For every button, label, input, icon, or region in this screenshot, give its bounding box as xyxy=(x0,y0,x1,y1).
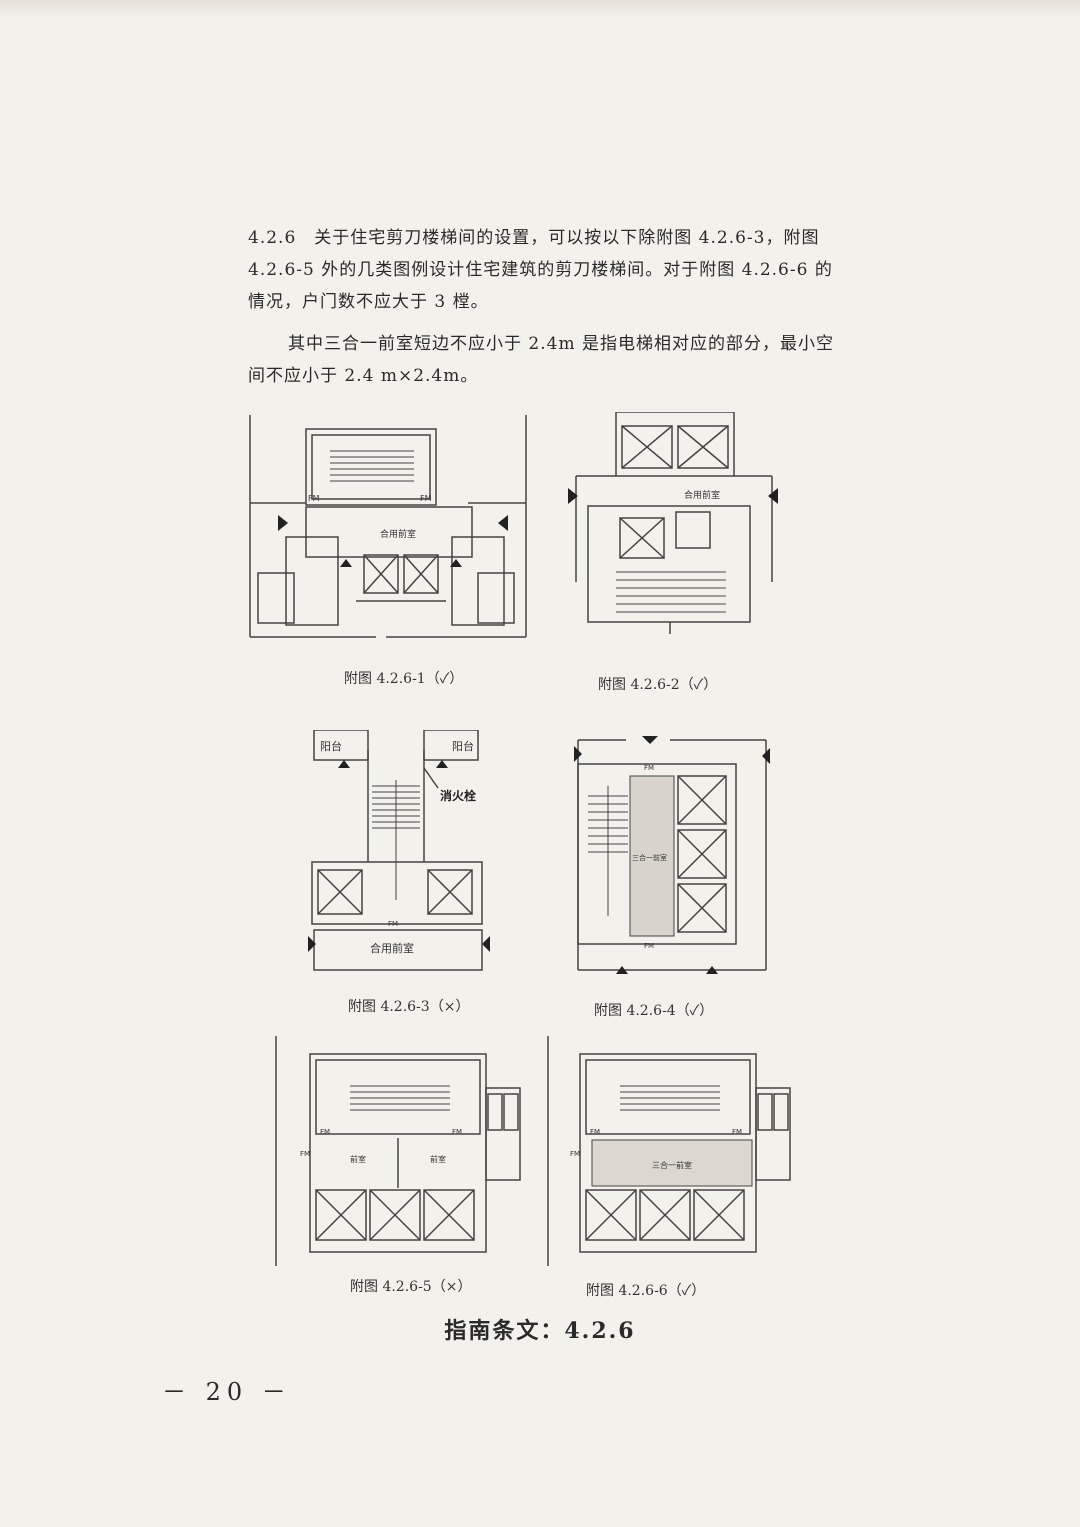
figure-4-2-6-4: FM FM 三合一前室 xyxy=(570,736,774,976)
figure-label: 合用前室 xyxy=(684,489,720,501)
figure-label: 前室 xyxy=(430,1154,446,1164)
figure-label: FM xyxy=(732,1128,742,1136)
figure-label: 阳台 xyxy=(320,739,342,753)
clause-paragraph-2: 其中三合一前室短边不应小于 2.4m 是指电梯相对应的部分，最小空间不应小于 2… xyxy=(248,334,834,386)
figure-label: 阳台 xyxy=(452,739,474,753)
figure-label: FM xyxy=(570,1150,580,1158)
figure-label: 前室 xyxy=(350,1154,366,1164)
figure-label: FM xyxy=(452,1128,462,1136)
figure-label: FM xyxy=(590,1128,600,1136)
figure-label: 消火栓 xyxy=(440,788,476,803)
figure-caption-4: 附图 4.2.6-4（✓） xyxy=(594,1003,714,1019)
figure-label: 合用前室 xyxy=(370,941,414,955)
figure-caption-5: 附图 4.2.6-5（×） xyxy=(350,1279,472,1295)
figure-label: FM xyxy=(320,1128,330,1136)
figure-label: FM xyxy=(644,942,654,950)
figure-label: FM xyxy=(388,920,398,928)
figure-4-2-6-1: 合用前室 FM FM xyxy=(246,415,536,643)
guide-title: 指南条文：4.2.6 xyxy=(444,1318,636,1344)
page-number: － 20 － xyxy=(162,1378,292,1406)
figure-4-2-6-5: 前室 前室 FM FM FM xyxy=(270,1036,524,1268)
figure-4-2-6-3: 阳台 阳台 消火栓 合用前室 FM xyxy=(306,730,498,976)
figure-caption-3: 附图 4.2.6-3（×） xyxy=(348,999,470,1015)
figure-label: FM xyxy=(308,494,320,503)
figure-caption-6: 附图 4.2.6-6（✓） xyxy=(586,1283,706,1299)
figure-caption-2: 附图 4.2.6-2（✓） xyxy=(598,677,718,693)
figure-4-2-6-6: 三合一前室 FM FM FM xyxy=(542,1036,804,1268)
figure-label: 合用前室 xyxy=(380,528,416,540)
figure-label: FM xyxy=(420,494,432,503)
figure-4-2-6-2: 合用前室 xyxy=(566,412,780,634)
figure-label: 三合一前室 xyxy=(632,853,667,862)
clause-paragraph-1: 4.2.6 关于住宅剪刀楼梯间的设置，可以按以下除附图 4.2.6-3，附图 4… xyxy=(248,228,833,312)
scan-top-edge xyxy=(0,0,1080,18)
figure-caption-1: 附图 4.2.6-1（✓） xyxy=(344,671,464,687)
figure-label: FM xyxy=(300,1150,310,1158)
figure-label: FM xyxy=(644,764,654,772)
figure-label: 三合一前室 xyxy=(652,1160,692,1170)
